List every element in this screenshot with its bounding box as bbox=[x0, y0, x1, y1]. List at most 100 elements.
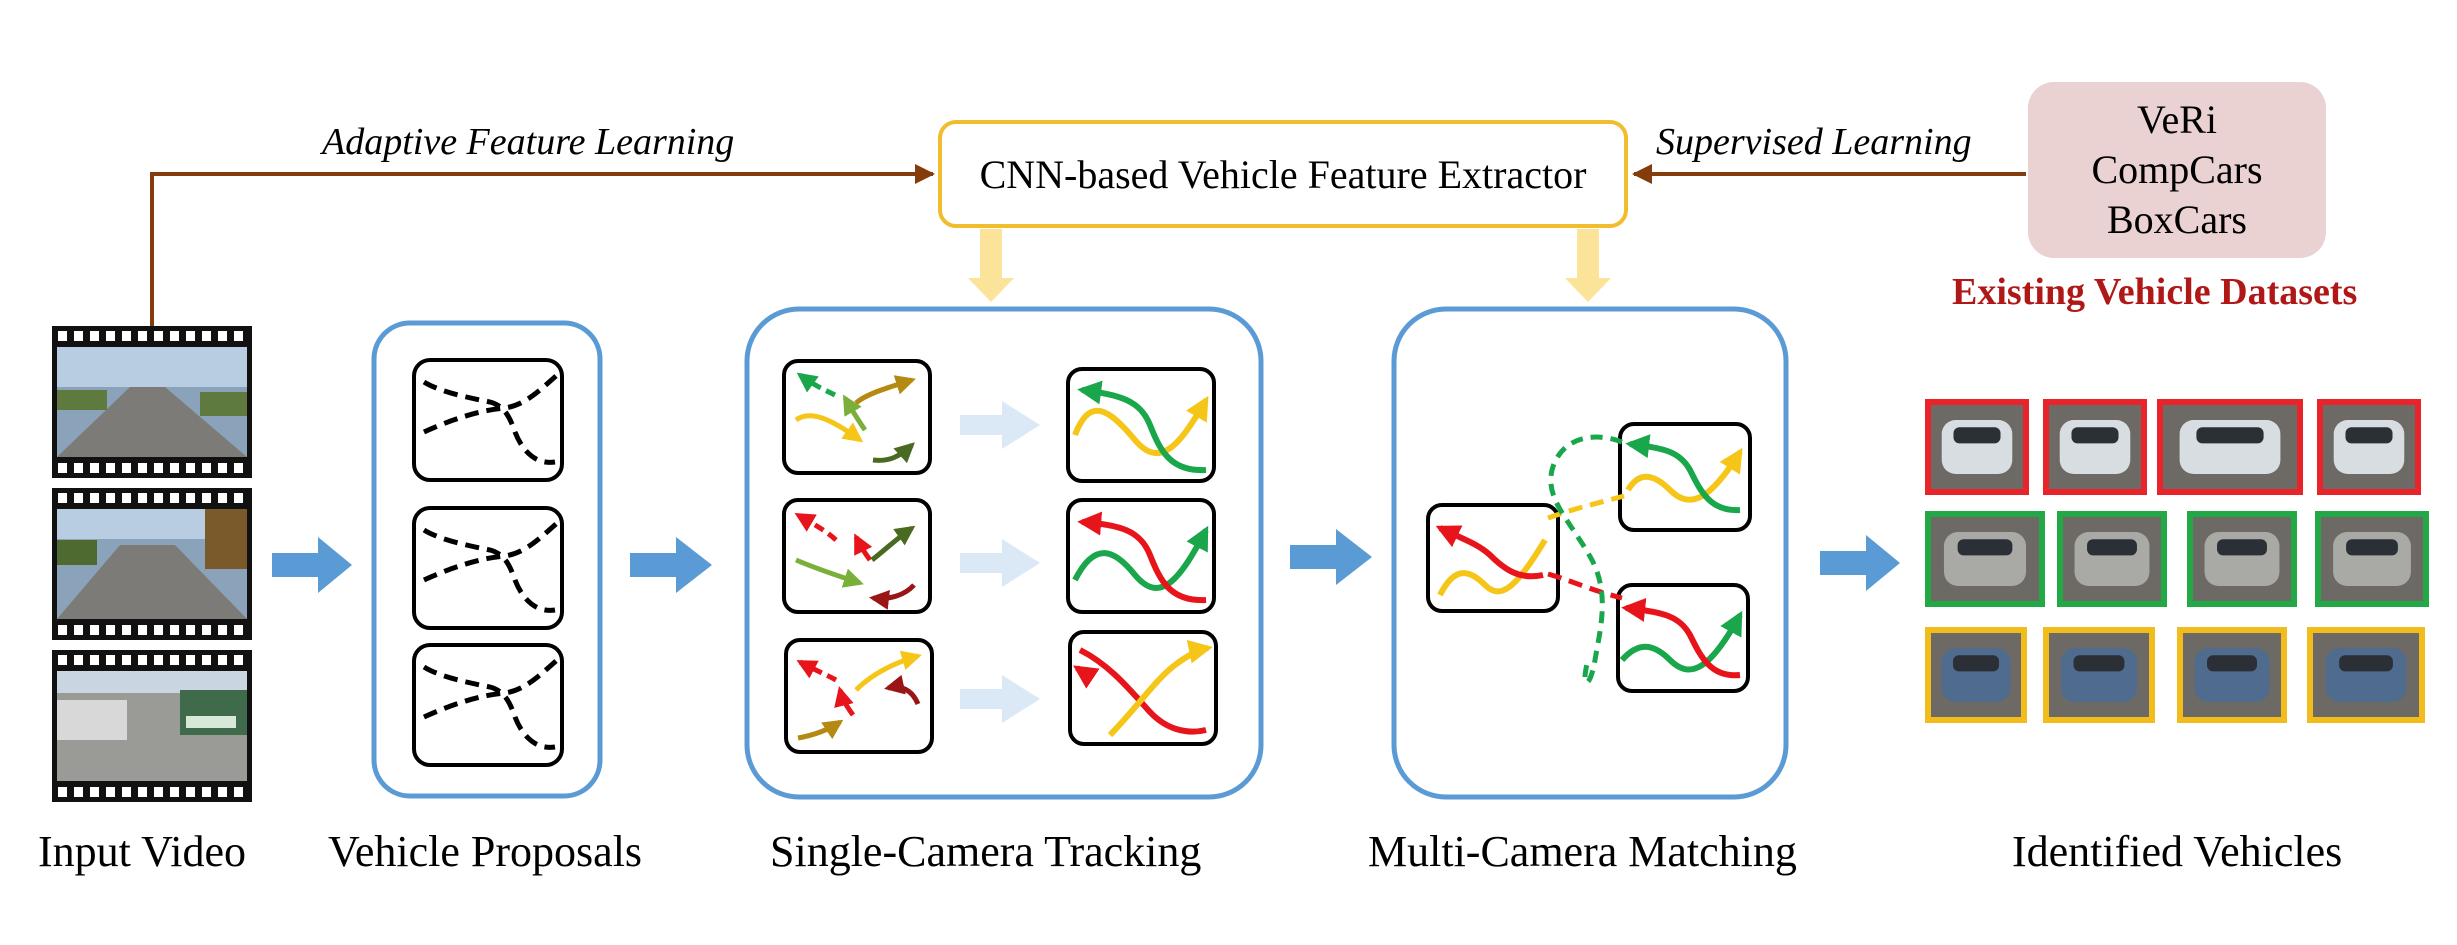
film-sprocket bbox=[106, 493, 115, 503]
flow-arrow-2 bbox=[630, 537, 712, 593]
proposal-panel-1 bbox=[412, 358, 564, 482]
feature-extractor-box: CNN-based Vehicle Feature Extractor bbox=[938, 120, 1628, 228]
vehicle-window bbox=[2346, 539, 2398, 556]
proposal-panel-2 bbox=[412, 506, 564, 630]
datasets-box: VeRi CompCars BoxCars bbox=[2028, 82, 2326, 258]
film-sprocket bbox=[170, 331, 179, 341]
film-sprocket bbox=[154, 463, 163, 473]
film-sprocket bbox=[58, 493, 67, 503]
stage-label-multi-camera-matching: Multi-Camera Matching bbox=[1368, 827, 1797, 876]
film-sprocket bbox=[58, 463, 67, 473]
vehicle-window bbox=[1957, 539, 2013, 556]
film-sprocket bbox=[218, 625, 227, 635]
film-sprocket bbox=[202, 625, 211, 635]
film-sprocket bbox=[186, 493, 195, 503]
film-sprocket bbox=[202, 331, 211, 341]
down-arrow-matching bbox=[1565, 229, 1611, 302]
film-sprocket bbox=[186, 463, 195, 473]
film-sprocket bbox=[170, 625, 179, 635]
identified-vehicles-grid bbox=[1925, 399, 2429, 723]
vehicle-window bbox=[2217, 539, 2267, 556]
film-sprocket bbox=[234, 625, 243, 635]
film-sprocket bbox=[154, 625, 163, 635]
film-sprocket bbox=[186, 787, 195, 797]
film-sprocket bbox=[138, 787, 147, 797]
film-sprocket bbox=[138, 655, 147, 665]
film-sprocket bbox=[122, 787, 131, 797]
film-sprockets bbox=[58, 331, 243, 797]
trajectory-panel-1 bbox=[1066, 367, 1216, 483]
film-sprocket bbox=[58, 655, 67, 665]
film-sprocket bbox=[58, 787, 67, 797]
tracklet-panel-2 bbox=[782, 498, 932, 614]
camera-a-panel bbox=[1426, 503, 1560, 613]
vehicle-window bbox=[2345, 427, 2393, 444]
film-sprocket bbox=[90, 787, 99, 797]
film-sprocket bbox=[154, 493, 163, 503]
down-arrow-tracking bbox=[968, 229, 1014, 302]
match-link-yellow bbox=[1547, 493, 1625, 521]
film-sprocket bbox=[202, 655, 211, 665]
film-sprocket bbox=[186, 625, 195, 635]
match-link-green bbox=[1548, 434, 1623, 685]
datasets-title: Existing Vehicle Datasets bbox=[1952, 271, 2358, 313]
input-video-frames bbox=[52, 326, 252, 802]
film-sprocket bbox=[90, 463, 99, 473]
film-sprocket bbox=[122, 463, 131, 473]
film-sprocket bbox=[106, 625, 115, 635]
flow-arrow-3 bbox=[1290, 529, 1372, 585]
vehicle-window bbox=[2339, 655, 2393, 672]
film-sprocket bbox=[74, 787, 83, 797]
film-sprocket bbox=[170, 463, 179, 473]
film-sprocket bbox=[74, 625, 83, 635]
tracklet-panel-1 bbox=[782, 359, 932, 475]
film-sprocket bbox=[74, 493, 83, 503]
flow-arrow-1 bbox=[272, 537, 352, 593]
film-sprocket bbox=[90, 493, 99, 503]
film-sprocket bbox=[90, 655, 99, 665]
camera-b-panel bbox=[1618, 422, 1752, 532]
film-sprocket bbox=[74, 655, 83, 665]
film-sprocket bbox=[58, 625, 67, 635]
trajectory-panel-2 bbox=[1066, 498, 1216, 614]
trajectory-panel-3 bbox=[1068, 630, 1218, 746]
film-sprocket bbox=[90, 331, 99, 341]
vehicle-window bbox=[2196, 427, 2264, 444]
vehicle-window bbox=[2087, 539, 2137, 556]
film-sprocket bbox=[154, 331, 163, 341]
vehicle-window bbox=[2073, 655, 2125, 672]
dataset-veri: VeRi bbox=[2137, 97, 2217, 142]
film-sprocket bbox=[170, 655, 179, 665]
adaptive-learning-label: Adaptive Feature Learning bbox=[322, 121, 735, 163]
film-sprocket bbox=[186, 331, 195, 341]
tracklet-panel-3 bbox=[784, 638, 934, 754]
film-sprocket bbox=[122, 625, 131, 635]
proposal-panel-3 bbox=[412, 643, 564, 767]
film-sprocket bbox=[218, 493, 227, 503]
feature-extractor-label: CNN-based Vehicle Feature Extractor bbox=[979, 151, 1587, 197]
film-sprocket bbox=[122, 331, 131, 341]
film-sprocket bbox=[138, 625, 147, 635]
match-link-red bbox=[1547, 571, 1623, 601]
film-sprocket bbox=[106, 655, 115, 665]
film-sprocket bbox=[218, 787, 227, 797]
stage-label-input-video: Input Video bbox=[38, 827, 246, 876]
stage-label-identified-vehicles: Identified Vehicles bbox=[2012, 827, 2343, 876]
film-sprocket bbox=[218, 655, 227, 665]
film-sprocket bbox=[170, 787, 179, 797]
film-sprocket bbox=[202, 787, 211, 797]
film-sprocket bbox=[138, 493, 147, 503]
film-sprocket bbox=[122, 655, 131, 665]
film-sprocket bbox=[106, 331, 115, 341]
dataset-boxcars: BoxCars bbox=[2107, 197, 2247, 242]
film-sprocket bbox=[154, 655, 163, 665]
supervised-learning-label: Supervised Learning bbox=[1656, 121, 1972, 163]
film-sprocket bbox=[202, 493, 211, 503]
stage-label-vehicle-proposals: Vehicle Proposals bbox=[328, 827, 643, 876]
film-sprocket bbox=[234, 493, 243, 503]
light-arrow-3 bbox=[960, 675, 1040, 723]
film-sprocket bbox=[202, 463, 211, 473]
film-sprocket bbox=[218, 331, 227, 341]
vehicle-window bbox=[2071, 427, 2119, 444]
